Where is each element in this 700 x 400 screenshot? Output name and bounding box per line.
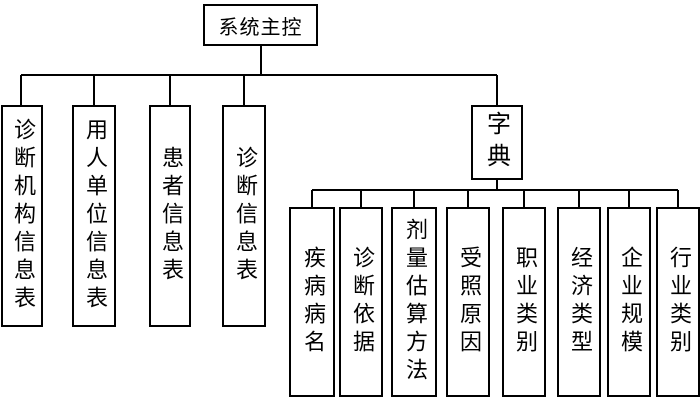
leaf-occupation-category: 职业类别 <box>502 207 546 397</box>
node-diagnosis-info: 诊断信息表 <box>222 105 266 327</box>
leaf-enterprise-scale: 企业规模 <box>607 207 651 397</box>
leaf-dose-estimation-method: 剂量估算方法 <box>391 207 437 397</box>
node-dictionary: 字典 <box>471 105 523 180</box>
leaf-exposure-cause: 受照原因 <box>446 207 490 397</box>
leaf-economic-type: 经济类型 <box>557 207 601 397</box>
leaf-diagnosis-basis: 诊断依据 <box>339 207 383 397</box>
node-diagnosis-institution-info: 诊断机构信息表 <box>1 105 43 327</box>
root-node: 系统主控 <box>203 4 318 46</box>
node-employer-info: 用人单位信息表 <box>72 105 116 327</box>
leaf-industry-category: 行业类别 <box>656 207 700 397</box>
leaf-disease-name: 疾病病名 <box>289 207 335 397</box>
node-patient-info: 患者信息表 <box>149 105 191 327</box>
